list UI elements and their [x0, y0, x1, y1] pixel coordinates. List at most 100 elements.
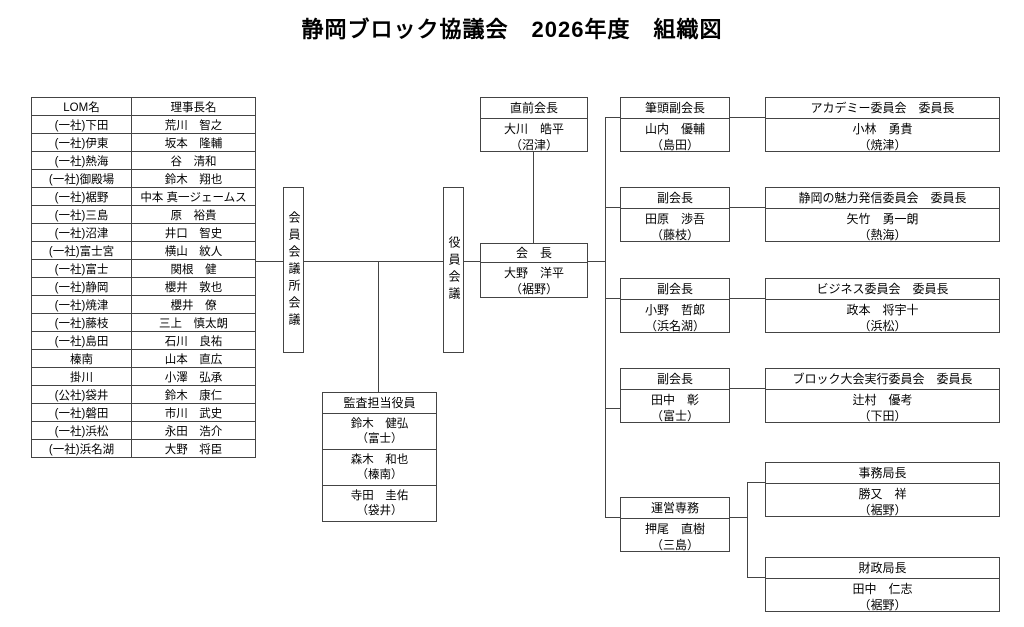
table-row: (一社)富士宮横山 紋人: [31, 241, 256, 260]
vice-president-3-box: 副会長 田中 彰 （富士）: [620, 368, 730, 423]
lom-table: LOM名 理事長名 (一社)下田荒川 智之 (一社)伊東坂本 隆輔 (一社)熱海…: [31, 97, 256, 458]
senior-vice-president-box: 筆頭副会長 山内 優輔 （島田）: [620, 97, 730, 152]
committee-title: ビジネス委員会 委員長: [766, 279, 999, 300]
connector-md-to-bureaus: [730, 517, 747, 518]
vice-president-2-box: 副会長 小野 哲郎 （浜名湖）: [620, 278, 730, 333]
person-name: 鈴木 健弘: [350, 418, 409, 430]
connector-table-to-member-council: [255, 261, 283, 262]
table-row: (一社)御殿場鈴木 翔也: [31, 169, 256, 188]
chairman-cell: 横山 紋人: [131, 241, 256, 260]
lom-cell: (一社)焼津: [31, 295, 132, 314]
member-council-label: 会員会議所会議: [287, 210, 301, 330]
role-title: 副会長: [621, 369, 729, 390]
lom-cell: (一社)下田: [31, 115, 132, 134]
immediate-past-president-box: 直前会長 大川 皓平 （沼津）: [480, 97, 588, 152]
lom-cell: (公社)袋井: [31, 385, 132, 404]
table-row: (一社)島田石川 良祐: [31, 331, 256, 350]
stub-vice-president-3: [605, 408, 620, 409]
audit-member: 森木 和也 （榛南）: [323, 450, 436, 486]
lom-cell: (一社)御殿場: [31, 169, 132, 188]
person-name: 押尾 直樹: [644, 522, 705, 536]
table-row: 掛川小澤 弘承: [31, 367, 256, 386]
lom-cell: (一社)沼津: [31, 223, 132, 242]
audit-title: 監査担当役員: [323, 393, 436, 414]
person-name: 山内 優輔: [644, 122, 705, 136]
chairman-cell: 鈴木 翔也: [131, 169, 256, 188]
person-name: 勝又 祥: [858, 487, 907, 501]
finance-director-box: 財政局長 田中 仁志 （裾野）: [765, 557, 1000, 612]
connector-past-president-to-president: [533, 152, 534, 243]
table-row: (一社)伊東坂本 隆輔: [31, 133, 256, 152]
connector-member-to-officer-council: [304, 261, 443, 262]
person-name: 辻村 優考: [852, 393, 913, 407]
secretary-general-box: 事務局長 勝又 祥 （裾野）: [765, 462, 1000, 517]
connector-vp3-to-block-taikai: [730, 388, 765, 389]
bureau-trunk-line: [747, 482, 748, 577]
table-row: (一社)浜名湖大野 将臣: [31, 439, 256, 458]
stub-senior-vice-president: [605, 117, 620, 118]
chairman-cell: 坂本 隆輔: [131, 133, 256, 152]
person-lom: （下田）: [858, 409, 907, 423]
table-row: 榛南山本 直広: [31, 349, 256, 368]
person-name: 大野 洋平: [503, 266, 564, 280]
committee-title: 静岡の魅力発信委員会 委員長: [766, 188, 999, 209]
lom-cell: (一社)裾野: [31, 187, 132, 206]
table-row: (一社)静岡櫻井 敦也: [31, 277, 256, 296]
table-row: (一社)藤枝三上 慎太朗: [31, 313, 256, 332]
audit-member: 寺田 圭佑 （袋井）: [323, 486, 436, 521]
person-lom: （藤枝）: [650, 228, 699, 242]
person-lom: （島田）: [650, 138, 699, 152]
role-title: 運営専務: [621, 498, 729, 519]
table-row: (一社)富士関根 健: [31, 259, 256, 278]
chairman-cell: 原 裕貴: [131, 205, 256, 224]
person-lom: （三島）: [650, 538, 699, 552]
vice-president-1-box: 副会長 田原 渉吾 （藤枝）: [620, 187, 730, 242]
table-header-row: LOM名 理事長名: [31, 97, 256, 116]
stub-vice-president-2: [605, 298, 620, 299]
table-row: (公社)袋井鈴木 康仁: [31, 385, 256, 404]
chairman-cell: 谷 清和: [131, 151, 256, 170]
connector-officer-council-to-president: [464, 261, 480, 262]
chairman-cell: 三上 慎太朗: [131, 313, 256, 332]
committee-academy-box: アカデミー委員会 委員長 小林 勇貴 （焼津）: [765, 97, 1000, 152]
column-header-chairman: 理事長名: [131, 97, 256, 116]
connector-down-to-audit: [378, 262, 379, 392]
lom-cell: (一社)浜松: [31, 421, 132, 440]
lom-cell: 掛川: [31, 367, 132, 386]
chairman-cell: 永田 浩介: [131, 421, 256, 440]
connector-to-secretary-general: [747, 482, 765, 483]
person-lom: （富士）: [356, 433, 403, 445]
lom-cell: 榛南: [31, 349, 132, 368]
committee-business-box: ビジネス委員会 委員長 政本 将宇十 （浜松）: [765, 278, 1000, 333]
table-row: (一社)三島原 裕貴: [31, 205, 256, 224]
lom-cell: (一社)磐田: [31, 403, 132, 422]
chairman-cell: 石川 良祐: [131, 331, 256, 350]
chairman-cell: 櫻井 僚: [131, 295, 256, 314]
role-title: 筆頭副会長: [621, 98, 729, 119]
person-name: 小野 哲郎: [644, 303, 705, 317]
connector-to-finance-director: [747, 577, 765, 578]
chairman-cell: 市川 武史: [131, 403, 256, 422]
person-lom: （沼津）: [509, 138, 558, 152]
page-title: 静岡ブロック協議会 2026年度 組織図: [301, 17, 723, 42]
managing-director-box: 運営専務 押尾 直樹 （三島）: [620, 497, 730, 552]
officer-council-box: 役員会議: [443, 187, 464, 353]
trunk-line: [605, 117, 606, 518]
person-lom: （浜名湖）: [644, 319, 705, 333]
person-lom: （裾野）: [858, 503, 907, 517]
person-name: 政本 将宇十: [846, 303, 919, 317]
chairman-cell: 小澤 弘承: [131, 367, 256, 386]
stub-managing-director: [605, 517, 620, 518]
role-title: 会 長: [481, 244, 587, 263]
audit-officers-box: 監査担当役員 鈴木 健弘 （富士） 森木 和也 （榛南） 寺田 圭佑 （袋井）: [322, 392, 437, 522]
role-title: 事務局長: [766, 463, 999, 484]
president-box: 会 長 大野 洋平 （裾野）: [480, 243, 588, 298]
lom-cell: (一社)三島: [31, 205, 132, 224]
person-lom: （裾野）: [509, 282, 558, 296]
lom-cell: (一社)富士: [31, 259, 132, 278]
lom-cell: (一社)伊東: [31, 133, 132, 152]
table-row: (一社)沼津井口 智史: [31, 223, 256, 242]
chairman-cell: 井口 智史: [131, 223, 256, 242]
person-name: 田中 彰: [650, 393, 699, 407]
